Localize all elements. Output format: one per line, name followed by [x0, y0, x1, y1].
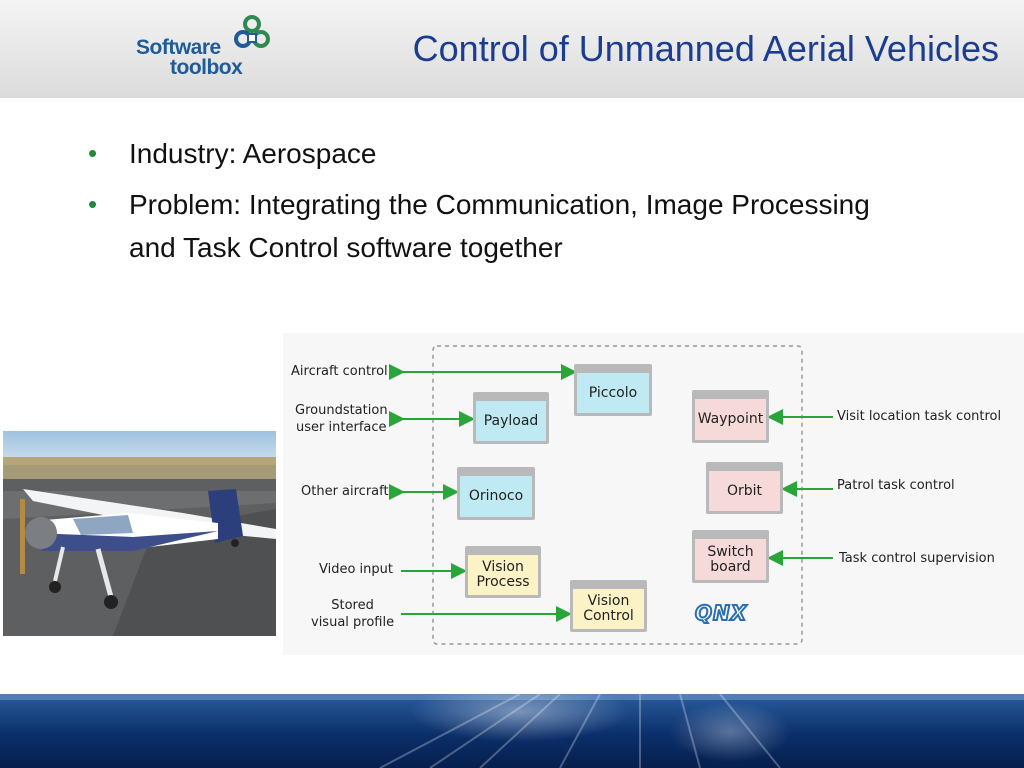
- label-other-aircraft: Other aircraft: [301, 484, 389, 499]
- bullet-item: • Industry: Aerospace: [88, 132, 888, 175]
- slide-header: Software toolbox Control of Unmanned Aer…: [0, 0, 1024, 98]
- footer-light-streaks: [0, 694, 1024, 768]
- architecture-diagram: Aircraft control Groundstation user inte…: [283, 333, 1024, 655]
- diagram-arrows: [389, 345, 833, 645]
- label-stored-profile: Stored visual profile: [311, 598, 395, 630]
- logo-line2: toolbox: [170, 56, 243, 79]
- label-groundstation: Groundstation user interface: [295, 403, 388, 435]
- label-video-input: Video input: [319, 562, 393, 577]
- logo-mark-icon: [234, 15, 270, 48]
- box-waypoint: Waypoint: [692, 390, 769, 443]
- box-orinoco: Orinoco: [457, 467, 535, 520]
- bullet-icon: •: [88, 138, 98, 168]
- slide-title: Control of Unmanned Aerial Vehicles: [412, 28, 999, 69]
- label-patrol: Patrol task control: [837, 478, 955, 493]
- label-aircraft-control: Aircraft control: [291, 364, 388, 379]
- label-visit-location: Visit location task control: [837, 409, 1002, 424]
- bullet-item: • Problem: Integrating the Communication,…: [88, 183, 888, 269]
- label-task-supervision: Task control supervision: [839, 551, 995, 566]
- decorative-footer-band: [0, 694, 1024, 768]
- box-orbit: Orbit: [706, 462, 783, 514]
- box-piccolo: Piccolo: [574, 364, 652, 416]
- logo-line1: Software: [136, 36, 221, 59]
- bullet-text: Problem: Integrating the Communication, …: [129, 189, 870, 263]
- box-vision-process: Vision Process: [465, 546, 541, 598]
- box-vision-control: Vision Control: [570, 580, 647, 632]
- software-toolbox-logo: Software toolbox: [136, 14, 276, 84]
- box-payload: Payload: [473, 392, 549, 444]
- qnx-boundary: [432, 345, 803, 645]
- bullet-icon: •: [88, 189, 98, 219]
- qnx-logo: QNX: [694, 600, 748, 626]
- aircraft-photo: [3, 431, 276, 636]
- bullet-text: Industry: Aerospace: [129, 138, 377, 169]
- bullet-list: • Industry: Aerospace • Problem: Integrati…: [88, 132, 888, 277]
- box-switch-board: Switch board: [692, 530, 769, 583]
